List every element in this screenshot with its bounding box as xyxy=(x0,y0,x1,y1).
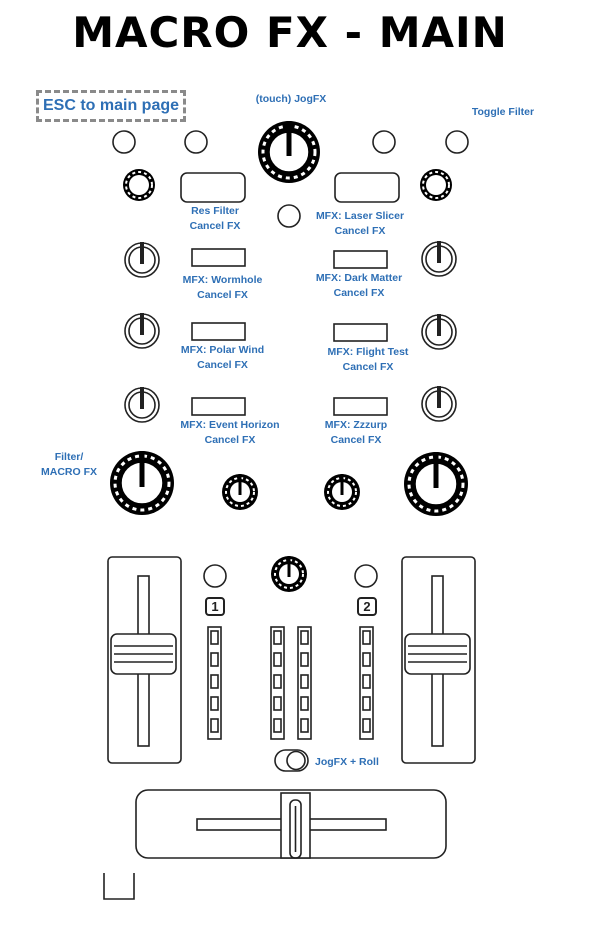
right-pitch-fader[interactable] xyxy=(401,556,476,764)
channel-2-number: 2 xyxy=(363,599,370,614)
left-knob-1[interactable] xyxy=(124,242,160,278)
right-small-encoder[interactable] xyxy=(324,474,360,510)
crossfader[interactable] xyxy=(135,789,447,859)
master-vu-meter-right xyxy=(297,626,312,740)
jogfx-label: (touch) JogFX xyxy=(255,93,327,105)
jogfx-roll-toggle[interactable] xyxy=(274,749,309,772)
left-filter-macro-knob[interactable] xyxy=(110,451,174,515)
toggle-filter-button[interactable] xyxy=(445,130,469,154)
deck-1-button-b[interactable] xyxy=(184,130,208,154)
dark-matter-pad[interactable] xyxy=(333,250,388,269)
res-filter-pad[interactable] xyxy=(180,172,246,203)
right-filter-macro-knob[interactable] xyxy=(404,452,468,516)
jogfx-knob[interactable] xyxy=(258,121,320,183)
channel-1-badge xyxy=(205,597,225,616)
laser-slicer-pad[interactable] xyxy=(334,172,400,203)
channel-2-badge xyxy=(357,597,377,616)
deck-1-button-a[interactable] xyxy=(112,130,136,154)
jogfx-roll-label: JogFX + Roll xyxy=(315,756,379,768)
event-horizon-pad[interactable] xyxy=(191,397,246,416)
right-knob-2[interactable] xyxy=(421,314,457,350)
center-button[interactable] xyxy=(277,204,301,228)
master-encoder[interactable] xyxy=(271,556,307,592)
polar-wind-pad[interactable] xyxy=(191,322,246,341)
toggle-filter-label: Toggle Filter xyxy=(471,106,535,118)
channel-1-number: 1 xyxy=(211,599,218,614)
right-knob-1[interactable] xyxy=(421,241,457,277)
deck-1-cue-button[interactable] xyxy=(203,564,227,588)
left-knob-3[interactable] xyxy=(124,387,160,423)
right-ring-encoder[interactable] xyxy=(420,169,452,201)
deck-2-cue-button[interactable] xyxy=(354,564,378,588)
master-vu-meter-left xyxy=(270,626,285,740)
flight-test-pad[interactable] xyxy=(333,323,388,342)
left-ring-encoder[interactable] xyxy=(123,169,155,201)
right-knob-3[interactable] xyxy=(421,386,457,422)
wormhole-pad[interactable] xyxy=(191,248,246,267)
zzzurp-pad[interactable] xyxy=(333,397,388,416)
page-title: MACRO FX - MAIN xyxy=(72,8,508,57)
left-pitch-fader[interactable] xyxy=(107,556,182,764)
deck-2-button-a[interactable] xyxy=(372,130,396,154)
deck-2-vu-meter xyxy=(359,626,374,740)
esc-to-main-page-button[interactable]: ESC to main page xyxy=(36,90,186,122)
left-small-encoder[interactable] xyxy=(222,474,258,510)
deck-1-vu-meter xyxy=(207,626,222,740)
left-knob-2[interactable] xyxy=(124,313,160,349)
filter-macro-fx-label: Filter/MACRO FX xyxy=(41,451,97,478)
bottom-bracket xyxy=(103,873,135,900)
